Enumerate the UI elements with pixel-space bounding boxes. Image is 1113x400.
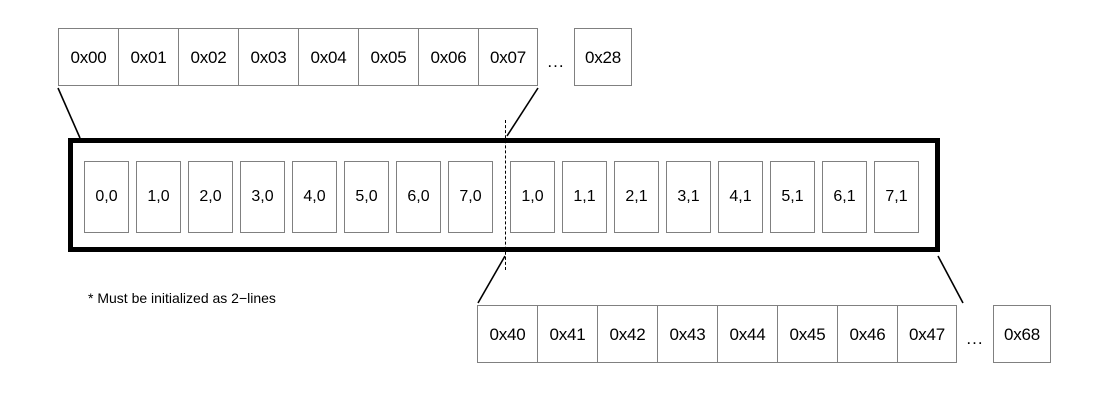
memory-cell: 7,0 xyxy=(448,161,493,233)
top-row-ellipsis: ... xyxy=(547,52,565,71)
top-address-cell: 0x02 xyxy=(178,28,238,86)
memory-cell: 1,0 xyxy=(136,161,181,233)
top-address-cell: 0x07 xyxy=(478,28,538,86)
memory-cell: 2,1 xyxy=(614,161,659,233)
top-address-cell: 0x03 xyxy=(238,28,298,86)
top-address-cell: 0x05 xyxy=(358,28,418,86)
bottom-address-cell: 0x42 xyxy=(597,305,657,363)
memory-cell: 6,0 xyxy=(396,161,441,233)
bottom-address-row: 0x40 0x41 0x42 0x43 0x44 0x45 0x46 0x47 … xyxy=(477,305,1051,363)
top-address-cell: 0x06 xyxy=(418,28,478,86)
cache-memory-cells: 0,0 1,0 2,0 3,0 4,0 5,0 6,0 7,0 1,0 1,1 … xyxy=(73,143,935,247)
connector-bottom-left xyxy=(477,255,506,304)
bottom-row-ellipsis: ... xyxy=(966,329,984,348)
top-address-cell: 0x04 xyxy=(298,28,358,86)
bottom-address-tail-cell: 0x68 xyxy=(993,305,1051,363)
memory-cell: 0,0 xyxy=(84,161,129,233)
memory-cell: 5,1 xyxy=(770,161,815,233)
memory-cell: 6,1 xyxy=(822,161,867,233)
memory-cell: 4,1 xyxy=(718,161,763,233)
top-address-tail-cell: 0x28 xyxy=(574,28,632,86)
connector-top-right xyxy=(506,87,539,137)
bottom-address-cell: 0x41 xyxy=(537,305,597,363)
bottom-address-cell: 0x45 xyxy=(777,305,837,363)
top-address-row: 0x00 0x01 0x02 0x03 0x04 0x05 0x06 0x07 … xyxy=(58,28,632,86)
memory-cell: 5,0 xyxy=(344,161,389,233)
bottom-address-cell: 0x44 xyxy=(717,305,777,363)
memory-cell: 4,0 xyxy=(292,161,337,233)
bottom-address-cell: 0x46 xyxy=(837,305,897,363)
bottom-address-cell: 0x40 xyxy=(477,305,537,363)
memory-cell: 3,1 xyxy=(666,161,711,233)
initialization-note: * Must be initialized as 2−lines xyxy=(88,290,276,306)
top-address-cell: 0x00 xyxy=(58,28,118,86)
connector-bottom-right xyxy=(937,255,964,304)
memory-cell: 3,0 xyxy=(240,161,285,233)
top-address-cell: 0x01 xyxy=(118,28,178,86)
connector-top-left xyxy=(57,87,81,139)
memory-cell: 1,1 xyxy=(562,161,607,233)
memory-cell: 2,0 xyxy=(188,161,233,233)
bottom-address-cell: 0x47 xyxy=(897,305,957,363)
memory-cell: 7,1 xyxy=(874,161,919,233)
bottom-address-cell: 0x43 xyxy=(657,305,717,363)
memory-cell: 1,0 xyxy=(510,161,555,233)
cache-memory-array: 0,0 1,0 2,0 3,0 4,0 5,0 6,0 7,0 1,0 1,1 … xyxy=(68,138,940,252)
